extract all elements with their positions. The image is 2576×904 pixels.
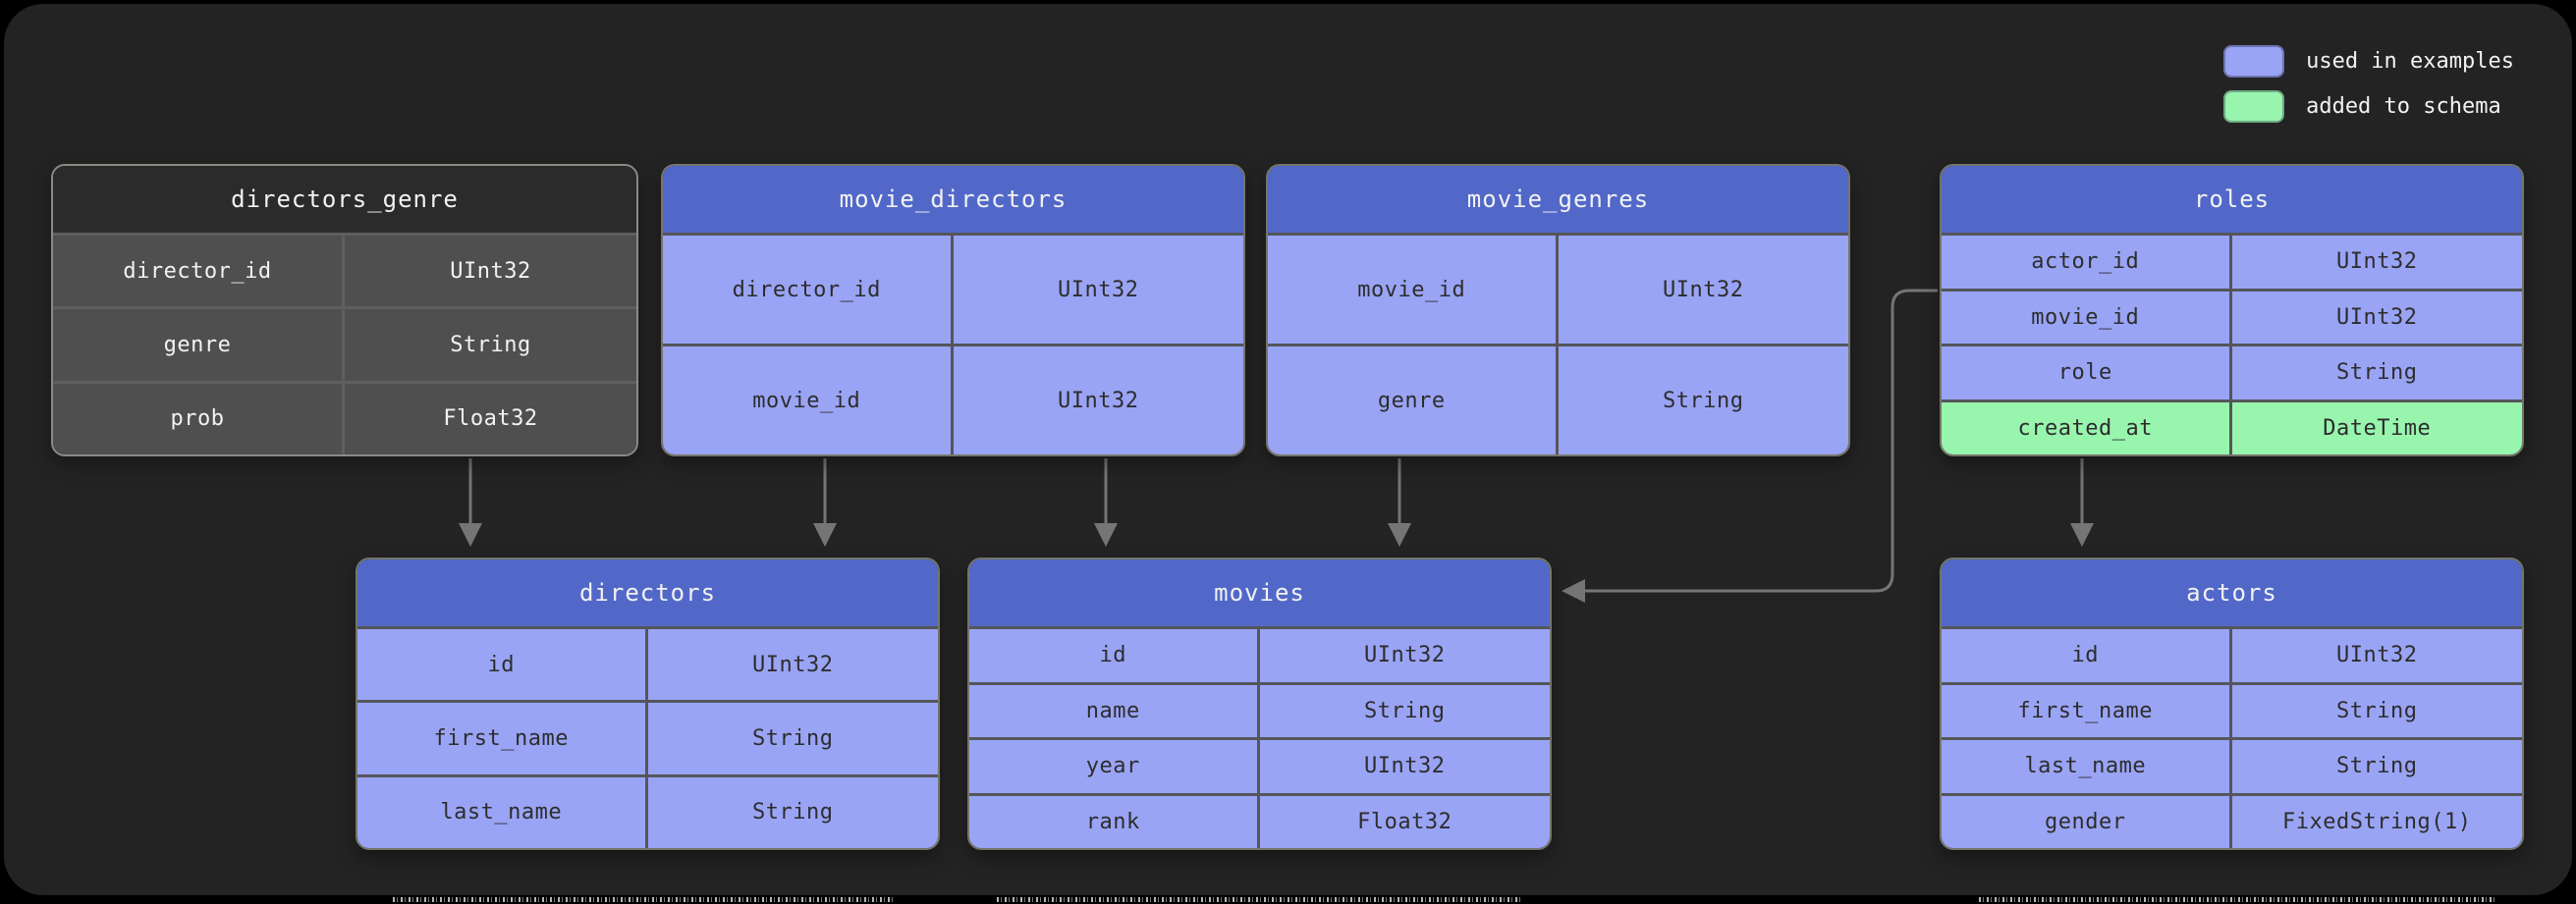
field-type: UInt32 — [1364, 754, 1446, 779]
field-name: rank — [969, 795, 1260, 848]
legend-label: used in examples — [2306, 49, 2514, 74]
field-type: UInt32 — [2336, 643, 2418, 668]
table-row: year UInt32 — [969, 737, 1550, 793]
field-name: director_id — [663, 236, 954, 344]
table-title: directors — [357, 559, 938, 626]
table-row: actor_id UInt32 — [1942, 233, 2522, 289]
field-type: String — [752, 800, 834, 825]
field-type: Float32 — [443, 406, 538, 432]
table-row: id UInt32 — [1942, 626, 2522, 682]
clipped-text-artifact — [393, 897, 893, 902]
green-swatch — [2223, 90, 2285, 123]
field-type: UInt32 — [2336, 304, 2418, 330]
field-name: id — [969, 629, 1260, 682]
field-type: String — [450, 332, 531, 357]
table-title: actors — [1942, 559, 2522, 626]
table-row: last_name String — [1942, 737, 2522, 793]
field-type: String — [1663, 388, 1744, 413]
field-name: movie_id — [1942, 291, 2232, 344]
table-movies: movies id UInt32 name String year UInt32… — [967, 558, 1552, 850]
table-row: first_name String — [357, 700, 938, 774]
table-row-added-to-schema: created_at DateTime — [1942, 399, 2522, 454]
field-name: last_name — [1942, 740, 2232, 793]
table-row: rank Float32 — [969, 792, 1550, 848]
field-type: UInt32 — [450, 258, 531, 284]
field-name: id — [1942, 629, 2232, 682]
legend-item-added-to-schema: added to schema — [2223, 90, 2514, 123]
table-row: movie_id UInt32 — [663, 344, 1243, 454]
field-type: DateTime — [2323, 415, 2432, 441]
table-row: role String — [1942, 344, 2522, 399]
field-name: gender — [1942, 795, 2232, 848]
field-name: year — [969, 740, 1260, 793]
legend-item-used-in-examples: used in examples — [2223, 45, 2514, 78]
table-directors_genre: directors_genre director_id UInt32 genre… — [51, 164, 638, 456]
legend-label: added to schema — [2306, 94, 2501, 119]
table-row: director_id UInt32 — [53, 233, 636, 307]
field-name: first_name — [357, 703, 648, 774]
field-name: role — [1942, 346, 2232, 399]
field-type: String — [2336, 754, 2418, 779]
table-row: name String — [969, 681, 1550, 737]
table-movie_genres: movie_genres movie_id UInt32 genre Strin… — [1266, 164, 1850, 456]
field-name: last_name — [357, 776, 648, 848]
field-name: first_name — [1942, 684, 2232, 737]
table-title: directors_genre — [53, 166, 636, 233]
legend: used in examples added to schema — [2223, 45, 2514, 123]
field-type: UInt32 — [1058, 388, 1139, 413]
field-type: UInt32 — [1058, 277, 1139, 302]
field-type: String — [752, 725, 834, 751]
table-row: prob Float32 — [53, 380, 636, 454]
table-row: first_name String — [1942, 681, 2522, 737]
table-row: movie_id UInt32 — [1942, 288, 2522, 344]
field-name: movie_id — [663, 346, 954, 454]
field-name: id — [357, 629, 648, 701]
field-name: movie_id — [1268, 236, 1559, 344]
table-row: last_name String — [357, 773, 938, 848]
table-directors: directors id UInt32 first_name String la… — [356, 558, 940, 850]
field-type: UInt32 — [1663, 277, 1744, 302]
field-type: FixedString(1) — [2282, 809, 2472, 834]
table-roles: roles actor_id UInt32 movie_id UInt32 ro… — [1940, 164, 2524, 456]
field-type: String — [1364, 698, 1446, 723]
field-type: String — [2336, 698, 2418, 723]
clipped-text-artifact — [997, 897, 1521, 902]
table-row: id UInt32 — [969, 626, 1550, 682]
field-name: genre — [53, 309, 345, 381]
field-name: name — [969, 684, 1260, 737]
field-type: UInt32 — [752, 652, 834, 677]
table-title: movies — [969, 559, 1550, 626]
table-row: director_id UInt32 — [663, 233, 1243, 344]
field-type: String — [2336, 360, 2418, 386]
table-movie_directors: movie_directors director_id UInt32 movie… — [661, 164, 1245, 456]
table-row: id UInt32 — [357, 626, 938, 701]
table-title: movie_directors — [663, 166, 1243, 233]
field-name: created_at — [1942, 401, 2232, 454]
field-type: Float32 — [1357, 809, 1452, 834]
table-row: genre String — [1268, 344, 1848, 454]
field-name: genre — [1268, 346, 1559, 454]
field-type: UInt32 — [1364, 643, 1446, 668]
field-name: director_id — [53, 236, 345, 307]
table-title: movie_genres — [1268, 166, 1848, 233]
table-row: genre String — [53, 306, 636, 381]
field-type: UInt32 — [2336, 249, 2418, 275]
field-name: prob — [53, 383, 345, 454]
clipped-text-artifact — [1979, 897, 2497, 902]
table-row: gender FixedString(1) — [1942, 792, 2522, 848]
table-actors: actors id UInt32 first_name String last_… — [1940, 558, 2524, 850]
table-row: movie_id UInt32 — [1268, 233, 1848, 344]
blue-swatch — [2223, 45, 2285, 78]
table-title: roles — [1942, 166, 2522, 233]
field-name: actor_id — [1942, 236, 2232, 289]
